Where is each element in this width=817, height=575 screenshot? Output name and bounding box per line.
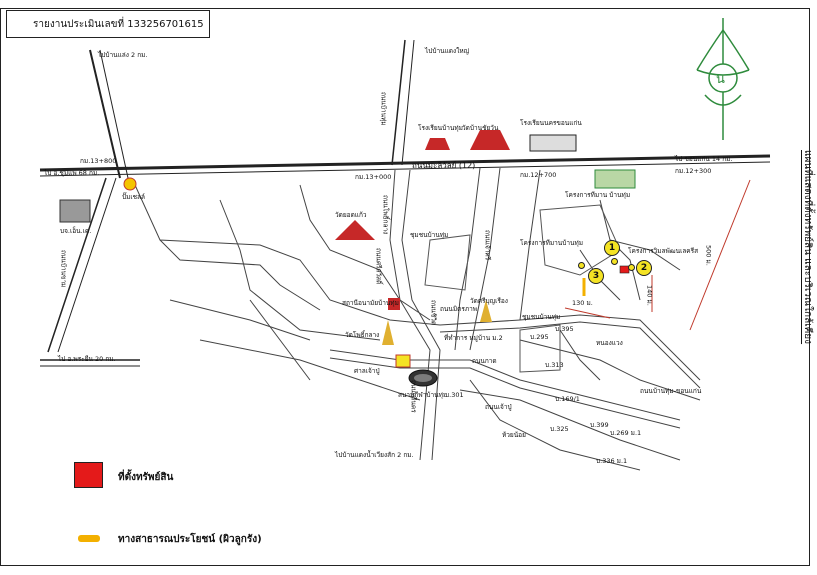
marker-1: 1 — [604, 240, 620, 256]
label-road-banthum-khonkaen: ถนนบ้านทุ่ม-ขอนแก่น — [640, 387, 702, 395]
label-road-srisawat: ถนนศรีสวัสดิ์ — [374, 248, 383, 285]
legend-public-path-label: ทางสาธารณประโยชน์ (ผิวลูกรัง) — [118, 534, 262, 545]
label-community-2: ชุมชนบ้านทุ่ม — [522, 313, 561, 321]
legend-property-swatch — [74, 462, 103, 488]
label-road-huay-noi: ห้วยน้อย — [502, 431, 526, 439]
label-road-photklang: ถนนโพธิ์กลาง — [381, 195, 390, 235]
label-to-ban-laeng-wiang: ไปบ้านแดงน้ำเวียงสัก 2 กม. — [335, 451, 414, 459]
label-km12-300: กม.12+300 — [675, 167, 712, 175]
label-to-ban-laeng-yai: ไปบ้านแดงใหญ่ — [425, 47, 470, 55]
label-shrine: ศาลเจ้าปู่ — [354, 367, 380, 375]
label-pond: หนองแวง — [596, 339, 623, 347]
label-km13-000: กม.13+000 — [355, 173, 392, 181]
marker-3: 3 — [588, 268, 604, 284]
marker-2: 2 — [636, 260, 652, 276]
label-dist-130: 130 ม. — [572, 299, 593, 307]
highway-12 — [39, 154, 771, 177]
label-road-sivit: ถนนชิวิต — [429, 300, 438, 326]
label-school-khonkaen: โรงเรียนนครขอนแก่น — [520, 119, 582, 127]
label-road-kad: ถนนกาด — [472, 357, 497, 365]
town-roads — [134, 167, 701, 471]
community-outlines — [424, 204, 621, 373]
label-road-srinakhon: ถนนศรีนคร — [409, 380, 418, 413]
map-frame — [0, 8, 810, 566]
label-stadium: สนามกีฬาบ้านทุ่ม — [398, 391, 448, 399]
label-village-395: บ.395 — [555, 325, 574, 333]
legend-public-path-swatch — [78, 535, 100, 542]
legend-property-label: ที่ตั้งทรัพย์สิน — [118, 472, 174, 483]
label-to-ban-pra-yuen: ไป อ.พระยืน 20 กม. — [58, 355, 116, 363]
label-factory: บจ.เอ็น.เค. — [60, 227, 92, 235]
label-wat-photklang: วัดโพธิ์กลาง — [345, 331, 380, 339]
label-health-center: สถานีอนามัยบ้านทุ่ม — [342, 299, 399, 307]
marker-point-2 — [628, 264, 635, 271]
label-village-269: บ.269 ม.1 — [610, 429, 642, 437]
label-km12-700: กม.12+700 — [520, 171, 557, 179]
label-wat-chaiwan: วัดบ้านชัยวัน — [462, 124, 499, 132]
label-to-chumphae: ไป อ.ชุมแพ 68 กม. — [44, 169, 100, 177]
svg-text:น: น — [716, 72, 725, 87]
label-road-chaosri: ถนนเจ้าศรี — [483, 230, 492, 261]
label-village-169: บ.169/1 — [555, 395, 580, 403]
label-village-399: บ.399 — [590, 421, 609, 429]
label-wat-sakaew: วัดยอดแก้ว — [335, 211, 367, 219]
label-village-336: บ.336 ม.1 — [596, 457, 628, 465]
north-road — [391, 39, 415, 166]
label-village-325: บ.325 — [550, 425, 569, 433]
label-dist-500: 500 ม. — [704, 245, 713, 266]
label-wat-sriboonruang: วัดศรีบุญเรือง — [470, 297, 508, 305]
label-road-mittraphap: ถนนมิตรภาพ — [440, 305, 478, 313]
logo-emblem: น — [696, 18, 750, 140]
label-gas-station: ปั๊มเชลล์ — [122, 193, 146, 201]
left-roads — [40, 49, 140, 367]
label-village-295: บ.295 — [530, 333, 549, 341]
label-road-kham: ถนนบ้านขาม — [59, 250, 68, 288]
stadium-icon — [408, 369, 438, 387]
label-community-1: ชุมชนบ้านทุ่ม — [410, 231, 449, 239]
label-village-301: บ.301 — [445, 391, 464, 399]
label-housing-2: โครงการทีมานบ้านทุ่ม — [520, 239, 584, 247]
label-village-2: ที่ทำการ หมู่บ้าน ม.2 — [444, 334, 503, 342]
label-km13-800: กม.13+800 — [80, 157, 117, 165]
label-road-chaopu: ถนนเจ้าปู่ — [485, 403, 512, 411]
label-housing-3: โครงการวิมลพัฒนเลครีส — [628, 247, 699, 255]
label-road-banthum: ถนนบ้านทุ่ม — [379, 92, 388, 126]
marker-point-3 — [578, 262, 585, 269]
report-number-box: รายงานประเมินเลขที่ 133256701615 — [6, 10, 210, 38]
label-to-ban-laeng: ไปบ้านแล่ง 2 กม. — [98, 51, 148, 59]
label-dist-140: 140 ม. — [645, 285, 654, 306]
label-housing-1: โครงการทีมาน บ้านทุ่ม — [565, 191, 631, 199]
label-to-khon-kaen: ไป ขอนแก่น 14 กม. — [675, 155, 733, 163]
distance-arrows — [564, 179, 751, 331]
label-village-313: บ.313 — [545, 361, 564, 369]
building-icons — [59, 130, 636, 368]
label-highway-12: ถนนมะลิวัลย์ (12) — [412, 161, 476, 170]
map-title: แผนที่แสดงที่ตั้งทรัพย์สิน และบริเวณใกล้… — [802, 150, 813, 345]
marker-point-1 — [611, 258, 618, 265]
label-school-banphai: โรงเรียนบ้านทุ่ม — [418, 124, 463, 132]
report-number: รายงานประเมินเลขที่ 133256701615 — [33, 19, 204, 30]
